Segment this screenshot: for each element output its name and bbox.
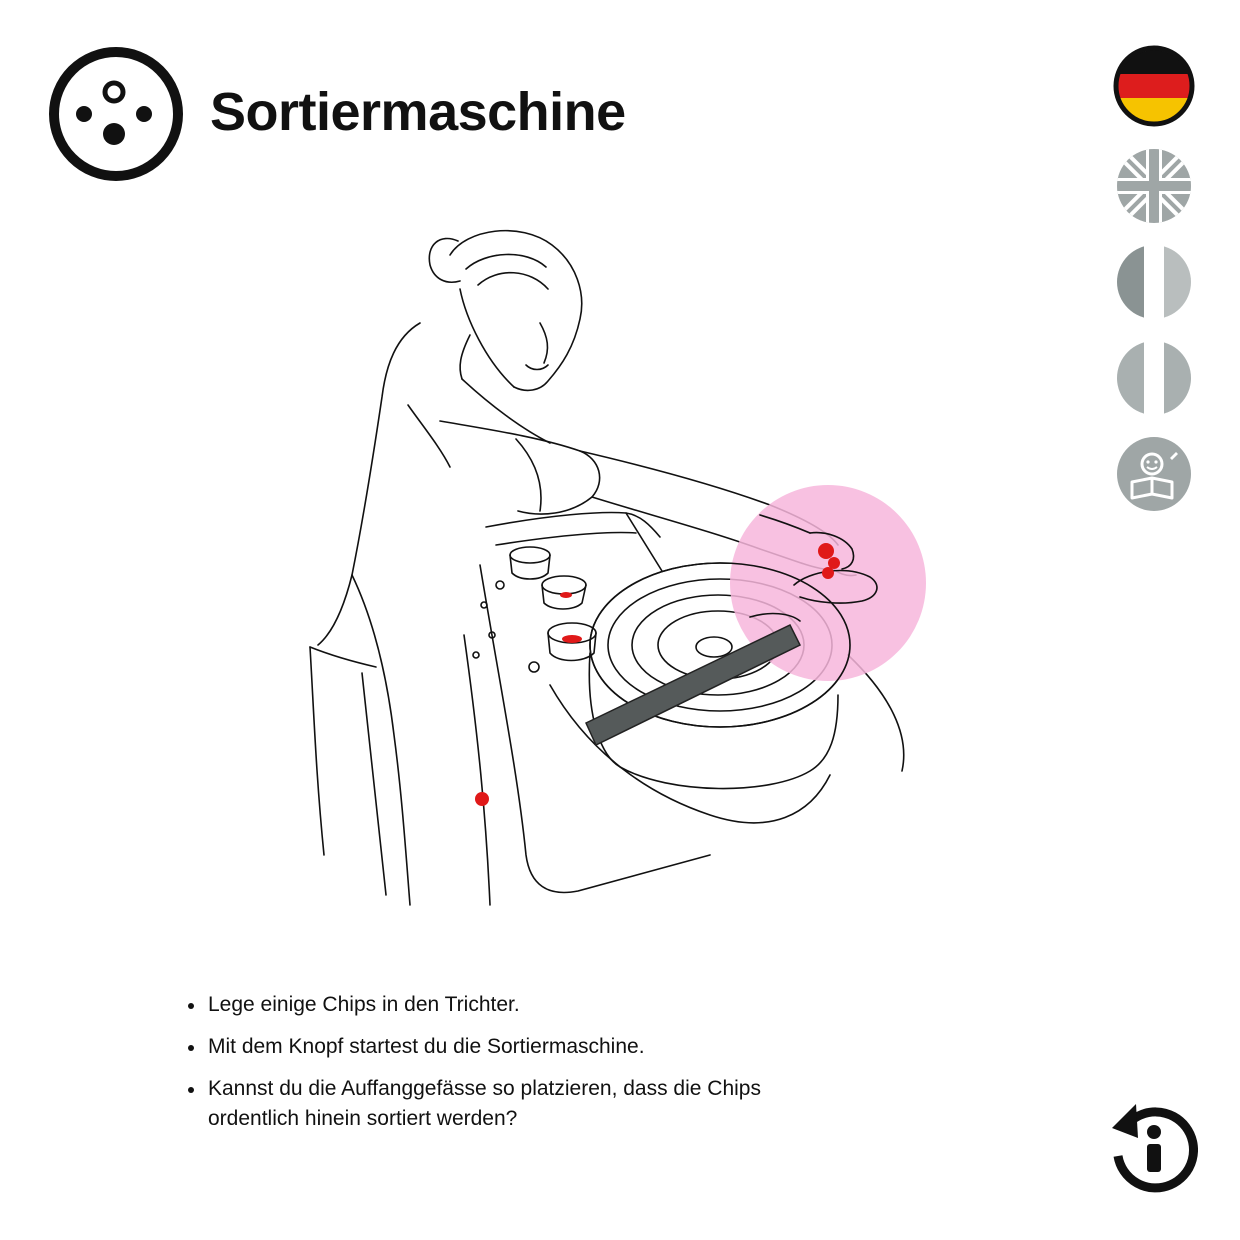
sorting-machine-illustration <box>309 229 926 906</box>
sorting-dots-icon <box>49 47 183 181</box>
instruction-item: Kannst du die Auffanggefässe so platzier… <box>186 1074 768 1134</box>
info-restart-icon[interactable] <box>1106 1098 1198 1194</box>
instruction-item: Lege einige Chips in den Trichter. <box>186 990 886 1020</box>
flag-germany-icon[interactable] <box>1112 44 1196 128</box>
flag-uk-icon[interactable] <box>1112 144 1196 228</box>
easy-language-icon[interactable] <box>1112 432 1196 516</box>
flag-italy-icon[interactable] <box>1112 336 1196 420</box>
sorting-ramp <box>585 624 802 747</box>
page-title: Sortiermaschine <box>210 82 626 142</box>
instruction-item: Mit dem Knopf startest du die Sortiermas… <box>186 1032 886 1062</box>
instruction-list: Lege einige Chips in den Trichter. Mit d… <box>186 990 886 1146</box>
flag-france-icon[interactable] <box>1112 240 1196 324</box>
